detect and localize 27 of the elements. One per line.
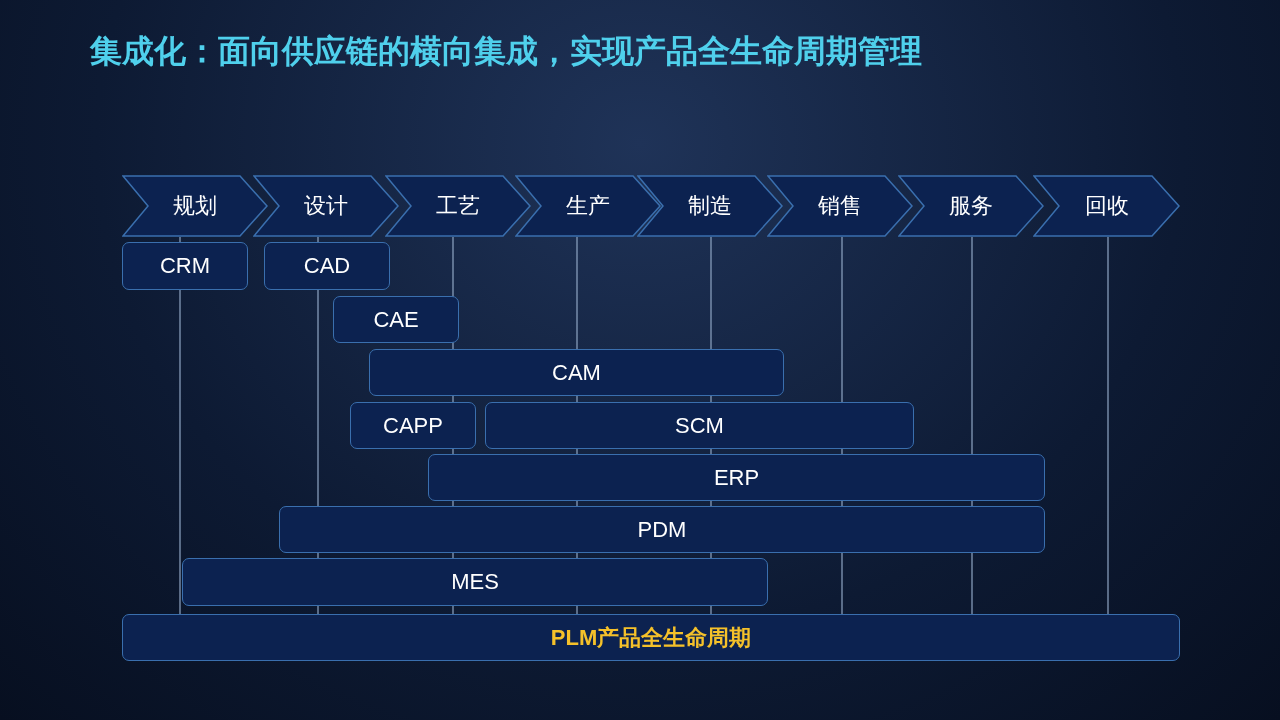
step-label: 规划 — [173, 192, 217, 220]
chevron-step — [385, 175, 531, 237]
step-label: 回收 — [1084, 192, 1129, 220]
system-bar: MES — [182, 558, 768, 606]
step-label: 制造 — [688, 192, 732, 220]
chevron-step — [122, 175, 268, 237]
system-bar: CAD — [264, 242, 390, 290]
lifecycle-bar: PLM产品全生命周期 — [122, 614, 1180, 661]
chevron-step — [515, 175, 661, 237]
title: 集成化：面向供应链的横向集成，实现产品全生命周期管理 — [90, 32, 922, 71]
chevron-step — [898, 175, 1044, 237]
step-label: 设计 — [304, 192, 348, 220]
system-bar: CAPP — [350, 402, 476, 449]
chevron-step — [1033, 175, 1180, 237]
system-bar: ERP — [428, 454, 1045, 501]
step-label: 生产 — [566, 192, 610, 220]
chevron-step — [637, 175, 783, 237]
step-label: 工艺 — [436, 192, 480, 220]
system-bar: PDM — [279, 506, 1045, 553]
chevron-step — [767, 175, 913, 237]
step-label: 销售 — [818, 192, 862, 220]
system-bar: CAE — [333, 296, 459, 343]
system-bar: CAM — [369, 349, 784, 396]
step-label: 服务 — [949, 192, 993, 220]
system-bar: CRM — [122, 242, 248, 290]
system-bar: SCM — [485, 402, 914, 449]
chevron-step — [253, 175, 399, 237]
